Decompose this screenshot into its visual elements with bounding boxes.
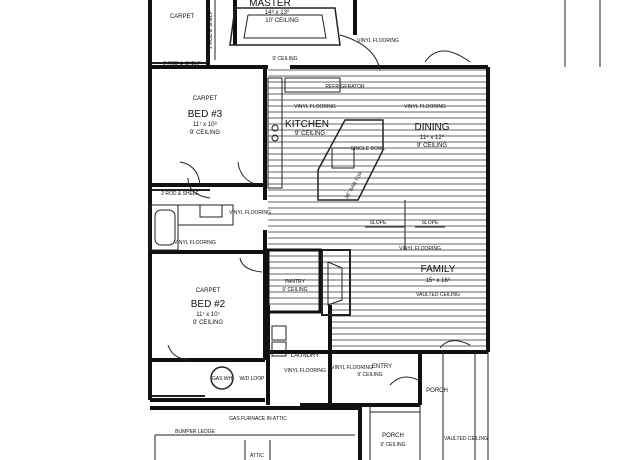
- dining-floor: VINYL FLOORING: [404, 104, 446, 110]
- dining-name: DINING: [415, 122, 450, 133]
- gas-furnace-label: GAS FURNACE IN ATTIC: [229, 416, 287, 422]
- porch-side-name: PORCH: [426, 388, 448, 394]
- rod-shelf-bed2: 2 ROD & SHELF: [159, 398, 197, 404]
- bed3-name: BED #3: [188, 109, 223, 120]
- laundry-floor: VINYL FLOORING: [284, 368, 326, 374]
- attic-label: ATTIC: [250, 453, 264, 459]
- bed3-floor: CARPET: [193, 96, 218, 102]
- refrigerator-label: REFRIGERATOR: [325, 84, 365, 90]
- kitchen-name: KITCHEN: [285, 119, 329, 130]
- bed2-floor: CARPET: [196, 288, 221, 294]
- bed3-dims: 11⁷ x 10⁸: [193, 121, 217, 128]
- slope-left: SLOPE: [370, 220, 387, 226]
- pantry-ceiling: 9' CEILING: [282, 287, 307, 293]
- walls: [148, 0, 601, 460]
- bed3-ceiling: 9' CEILING: [190, 130, 220, 136]
- laundry-name: LAUNDRY: [291, 353, 320, 359]
- master-vinyl-label: VINYL FLOORING: [357, 38, 399, 44]
- family-name: FAMILY: [421, 264, 456, 275]
- kitchen-floor: VINYL FLOORING: [294, 104, 336, 110]
- kitchen-ceiling: 9' CEILING: [295, 131, 325, 137]
- vinyl-hatching: [268, 69, 488, 347]
- pantry-name: PANTRY: [285, 279, 305, 285]
- bumper-ledge-label: BUMPER LEDGE: [175, 429, 215, 435]
- wd-loop-label: W/D LOOP: [239, 376, 265, 382]
- hall-floor-label: VINYL FLOORING: [229, 210, 271, 216]
- gas-wh-label: GAS WH: [212, 376, 233, 382]
- porch-front-ceiling: 9' CEILING: [380, 442, 405, 448]
- family-ceiling: VAULTED CEILING: [416, 292, 460, 298]
- rod-shelf-bed3: 2 ROD & SHELF: [161, 191, 199, 197]
- family-floor: VINYL FLOORING: [399, 246, 441, 252]
- fixtures: [149, 7, 471, 397]
- closet-top-floor: CARPET: [170, 14, 195, 20]
- vaulted-ceiling-label: VAULTED CEILING: [444, 436, 488, 442]
- bed2-name: BED #2: [191, 299, 226, 310]
- labels: MASTER 14⁸ x 13⁰ 10' CEILING VINYL FLOOR…: [159, 0, 488, 459]
- entry-ceiling: 9' CEILING: [357, 372, 382, 378]
- bed2-ceiling: 9' CEILING: [193, 320, 223, 326]
- bath-floor-label: VINYL FLOORING: [174, 240, 216, 246]
- master-ceiling: 10' CEILING: [265, 18, 299, 24]
- shelf-tall-label: 2 ROD & SHELF: [208, 11, 214, 49]
- slope-right: SLOPE: [422, 220, 439, 226]
- platform-label: PLATFORM: [225, 398, 252, 404]
- family-dims: 15⁴ x 16⁸: [426, 277, 451, 284]
- bed2-dims: 11⁷ x 10⁷: [196, 311, 220, 318]
- single-bowl-label: SINGLE BOWL: [351, 146, 386, 152]
- hall-ceiling-label: 9' CEILING: [272, 56, 297, 62]
- master-dims: 14⁸ x 13⁰: [265, 9, 290, 16]
- entry-name: ENTRY: [372, 364, 392, 370]
- closet-top-rod: 2 ROD & SHELF: [163, 61, 201, 67]
- master-name: MASTER: [249, 0, 291, 9]
- dining-dims: 11⁴ x 12⁰: [420, 134, 445, 141]
- porch-front-name: PORCH: [382, 433, 404, 439]
- dining-ceiling: 9' CEILING: [417, 143, 447, 149]
- entry-floor: VINYL FLOORING: [331, 365, 373, 371]
